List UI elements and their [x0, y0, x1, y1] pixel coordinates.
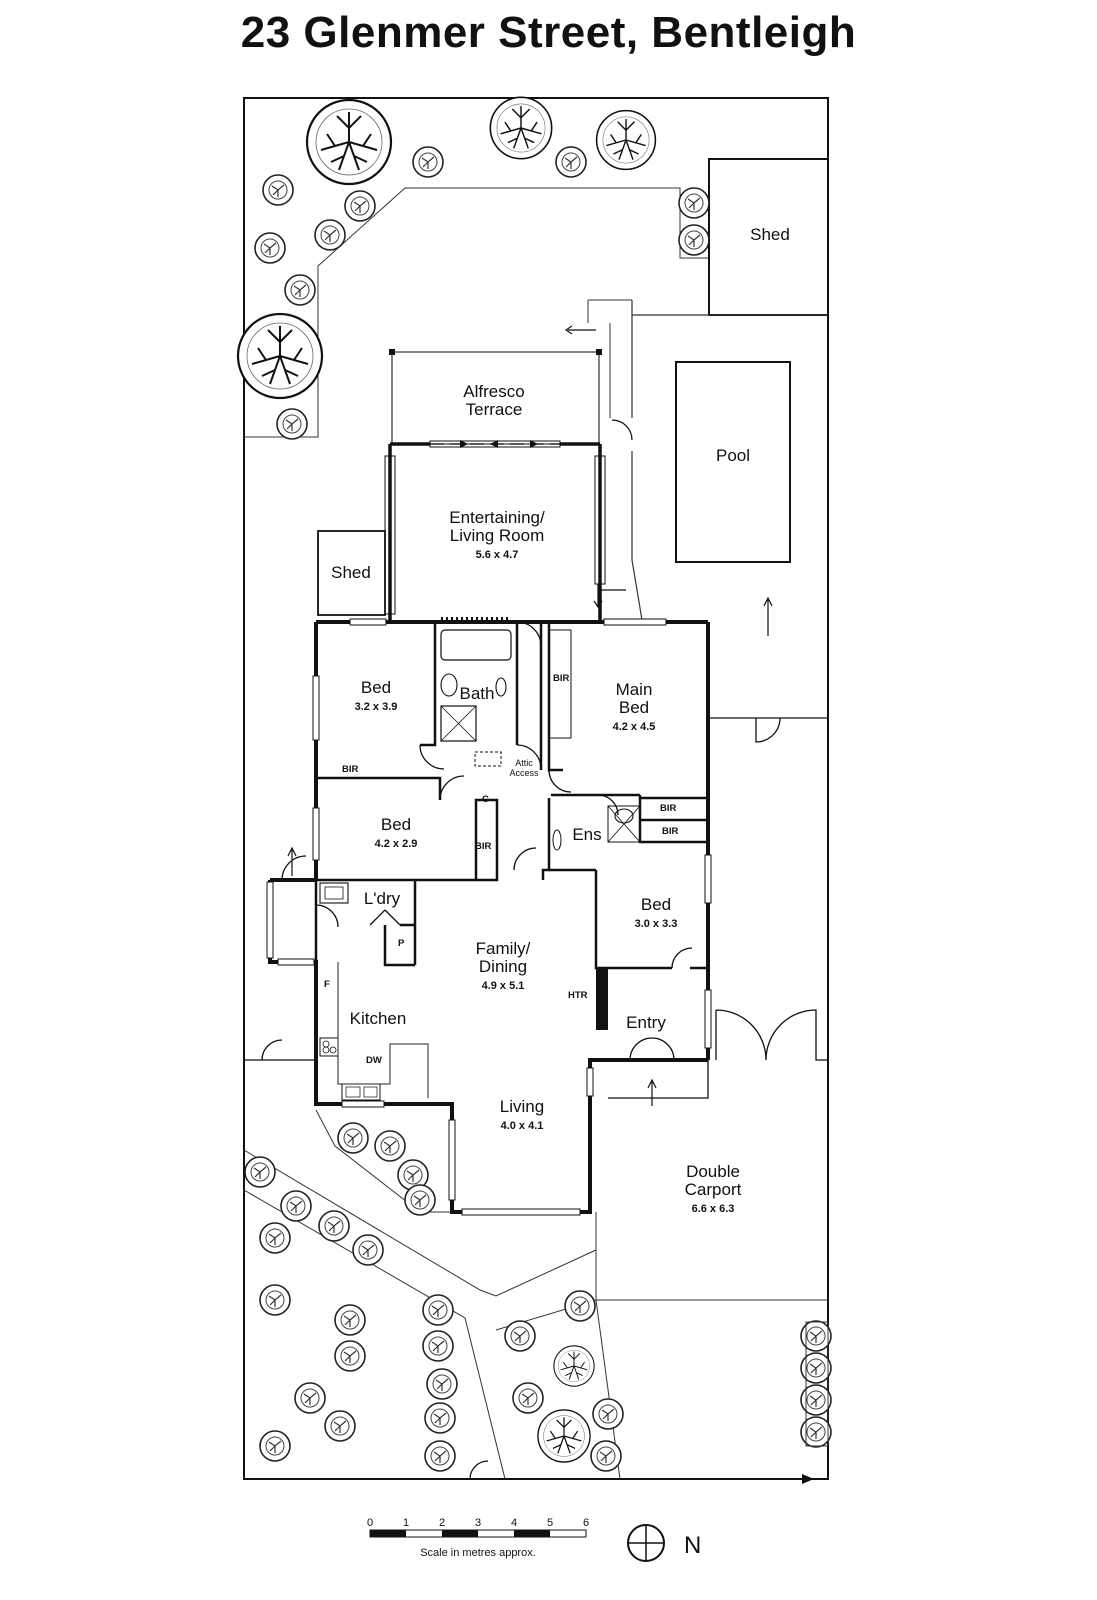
room-dims-family: 4.9 x 5.1	[482, 980, 525, 992]
room-name-bath: Bath	[460, 684, 495, 703]
scale-tick-label: 0	[367, 1517, 373, 1529]
room-dims-bed1: 3.2 x 3.9	[355, 701, 398, 713]
bir-ens2-label: BIR	[662, 826, 679, 837]
room-name-bed2: Bed	[381, 815, 411, 834]
room-name-shed-rear: Shed	[750, 225, 790, 244]
scale-caption: Scale in metres approx.	[420, 1547, 536, 1559]
cupboard-label: C	[482, 794, 489, 805]
room-name-family: Family/Dining	[476, 939, 531, 976]
room-name-ens: Ens	[572, 825, 601, 844]
room-name-bed1: Bed	[361, 678, 391, 697]
dishwasher-label: DW	[366, 1055, 382, 1066]
scale-tick-label: 5	[547, 1517, 553, 1529]
room-name-bed3: Bed	[641, 895, 671, 914]
scale-tick-label: 1	[403, 1517, 409, 1529]
scale-tick-label: 2	[439, 1517, 445, 1529]
room-name-entertaining: Entertaining/Living Room	[449, 508, 545, 545]
room-dims-main-bed: 4.2 x 4.5	[613, 721, 656, 733]
bir-main-label: BIR	[553, 673, 570, 684]
room-name-pool: Pool	[716, 446, 750, 465]
room-dims-bed3: 3.0 x 3.3	[635, 918, 678, 930]
bir-bed1-label: BIR	[342, 764, 359, 775]
bir-bed2-label: BIR	[475, 841, 492, 852]
scale-tick-label: 6	[583, 1517, 589, 1529]
north-arrow: N	[627, 1524, 701, 1562]
room-dims-living: 4.0 x 4.1	[501, 1120, 544, 1132]
scale-bar: 0 1 2 3 4 5 6 Scale in metres approx.	[367, 1517, 589, 1559]
pantry-label: P	[398, 938, 405, 949]
fridge-label: F	[324, 979, 330, 990]
scale-tick-label: 4	[511, 1517, 517, 1529]
page-title: 23 Glenmer Street, Bentleigh	[240, 8, 857, 57]
shed-rear-outline	[708, 158, 829, 316]
room-name-living: Living	[500, 1097, 544, 1116]
room-dims-carport: 6.6 x 6.3	[692, 1203, 735, 1215]
scale-tick-label: 3	[475, 1517, 481, 1529]
pool-outline	[675, 361, 791, 563]
room-dims-entertaining: 5.6 x 4.7	[476, 549, 519, 561]
bir-ens1-label: BIR	[660, 803, 677, 814]
room-name-entry: Entry	[626, 1013, 666, 1032]
heater-label: HTR	[568, 990, 588, 1001]
room-name-shed-side: Shed	[331, 563, 371, 582]
room-dims-bed2: 4.2 x 2.9	[375, 838, 418, 850]
room-name-kitchen: Kitchen	[350, 1009, 407, 1028]
room-name-laundry: L'dry	[364, 889, 401, 908]
shed-side-outline	[317, 530, 386, 616]
property-boundary	[243, 97, 829, 1480]
north-label: N	[684, 1532, 701, 1559]
